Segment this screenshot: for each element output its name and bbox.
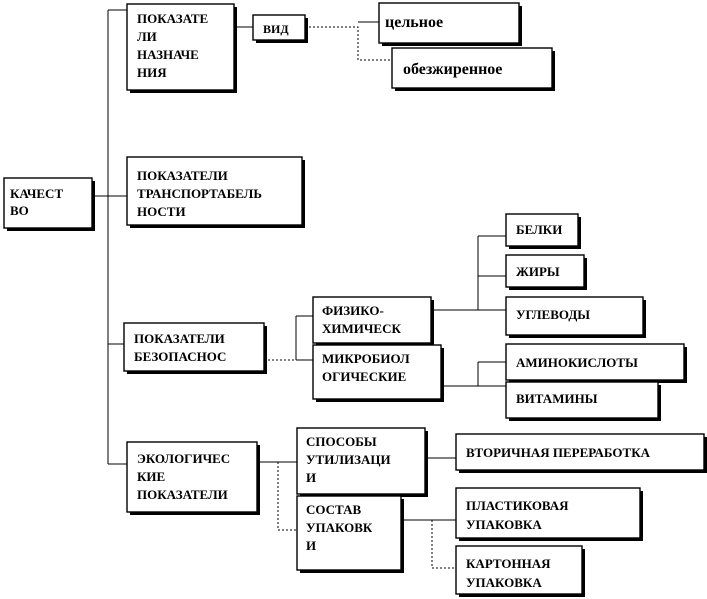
node-label-line: ВО [10,203,29,218]
connector-line [431,520,456,569]
node-box [296,427,426,495]
node-label-line: И [306,538,316,553]
node-label-line: УПАКОВК [306,520,373,535]
node-sostav: СОСТАВ УПАКОВК И [296,495,404,573]
node-label-line: УПАКОВКА [466,575,542,590]
node-zhiry: ЖИРЫ [505,254,587,290]
node-box [505,254,585,288]
node-ekologicheskie: ЭКОЛОГИЧЕС КИЕ ПОКАЗАТЕЛИ [126,441,260,515]
node-belki: БЕЛКИ [505,213,581,249]
node-box [505,213,579,247]
node-label-line: КАРТОННАЯ [466,556,551,571]
connector-line [305,26,392,61]
node-label-line: СОСТАВ [306,502,361,517]
node-transportabelnosti: ПОКАЗАТЕЛИ ТРАНСПОРТАБЕЛЬ НОСТИ [126,156,305,228]
node-box [312,344,442,400]
node-kachestvo: КАЧЕСТ ВО [3,177,95,231]
node-box [378,2,520,44]
node-label-line: УГЛЕВОДЫ [516,307,590,322]
node-uglevody: УГЛЕВОДЫ [505,296,646,338]
node-label-line: цельное [385,14,443,31]
node-sposoby: СПОСОБЫ УТИЛИЗАЦИ И [296,427,428,497]
node-box [126,156,303,226]
node-vtorichnaya: ВТОРИЧНАЯ ПЕРЕРАБОТКА [455,433,707,473]
node-label-line: ФИЗИКО- [322,303,384,318]
node-label-line: ПОКАЗАТЕЛИ [137,487,228,502]
node-box [455,433,705,471]
node-label-line: СПОСОБЫ [306,434,377,449]
node-box [296,495,402,571]
node-label-line: ВТОРИЧНАЯ ПЕРЕРАБОТКА [466,445,651,460]
node-label-line: УПАКОВКА [466,517,542,532]
node-label-line: ВИТАМИНЫ [516,391,598,406]
node-kartonnaya: КАРТОННАЯ УПАКОВКА [455,545,585,597]
node-obezhirennoe: обезжиренное [391,47,555,91]
node-label-line: ПОКАЗАТЕЛИ [134,331,225,346]
node-label-line: ВИД [263,22,289,36]
node-box [455,545,583,595]
node-box [505,343,685,381]
node-label-line: ПОКАЗАТЕ [137,11,208,26]
node-label-line: МИКРОБИОЛ [322,351,410,366]
node-vitaminy: ВИТАМИНЫ [505,381,661,421]
node-box [3,177,93,229]
node-box [252,14,306,41]
node-label-line: НОСТИ [137,204,186,219]
node-label-line: УТИЛИЗАЦИ [306,452,391,467]
node-box [505,381,659,419]
node-label-line: ЭКОЛОГИЧЕС [137,451,230,466]
node-label-line: ОГИЧЕСКИЕ [322,369,406,384]
node-tselnoe: цельное [378,2,522,46]
node-label-line: КИЕ [137,469,165,484]
node-label-line: НАЗНАЧЕ [137,47,199,62]
node-vid: ВИД [252,14,308,43]
node-naznacheniya: ПОКАЗАТЕ ЛИ НАЗНАЧЕ НИЯ [126,3,237,93]
node-box [455,487,641,539]
node-box [123,322,265,372]
node-box [312,296,432,344]
node-box [126,441,258,513]
node-label-line: КАЧЕСТ [10,186,63,201]
node-label-line: БЕЛКИ [516,222,562,237]
node-label-line: АМИНОКИСЛОТЫ [516,355,638,370]
node-label-line: ХИМИЧЕСК [322,321,401,336]
node-box [391,47,553,89]
node-box [505,296,644,336]
node-label-line: НИЯ [137,65,167,80]
node-label-line: ПОКАЗАТЕЛИ [137,168,228,183]
node-fiziko: ФИЗИКО- ХИМИЧЕСК [312,296,434,346]
node-plastikovaya: ПЛАСТИКОВАЯ УПАКОВКА [455,487,643,541]
node-label-line: БЕЗОПАСНОС [134,349,226,364]
node-aminokisloty: АМИНОКИСЛОТЫ [505,343,687,383]
node-label-line: ЛИ [137,29,157,44]
node-label-line: И [306,470,316,485]
connector-line [277,462,297,531]
node-label-line: ПЛАСТИКОВАЯ [466,498,569,513]
node-label-line: обезжиренное [403,61,502,78]
connector-lines [92,9,506,569]
node-box [126,3,235,91]
node-mikrobio: МИКРОБИОЛ ОГИЧЕСКИЕ [312,344,444,402]
node-label-line: ТРАНСПОРТАБЕЛЬ [137,186,262,201]
node-label-line: ЖИРЫ [516,264,560,279]
node-bezopasnosti: ПОКАЗАТЕЛИ БЕЗОПАСНОС [123,322,267,374]
